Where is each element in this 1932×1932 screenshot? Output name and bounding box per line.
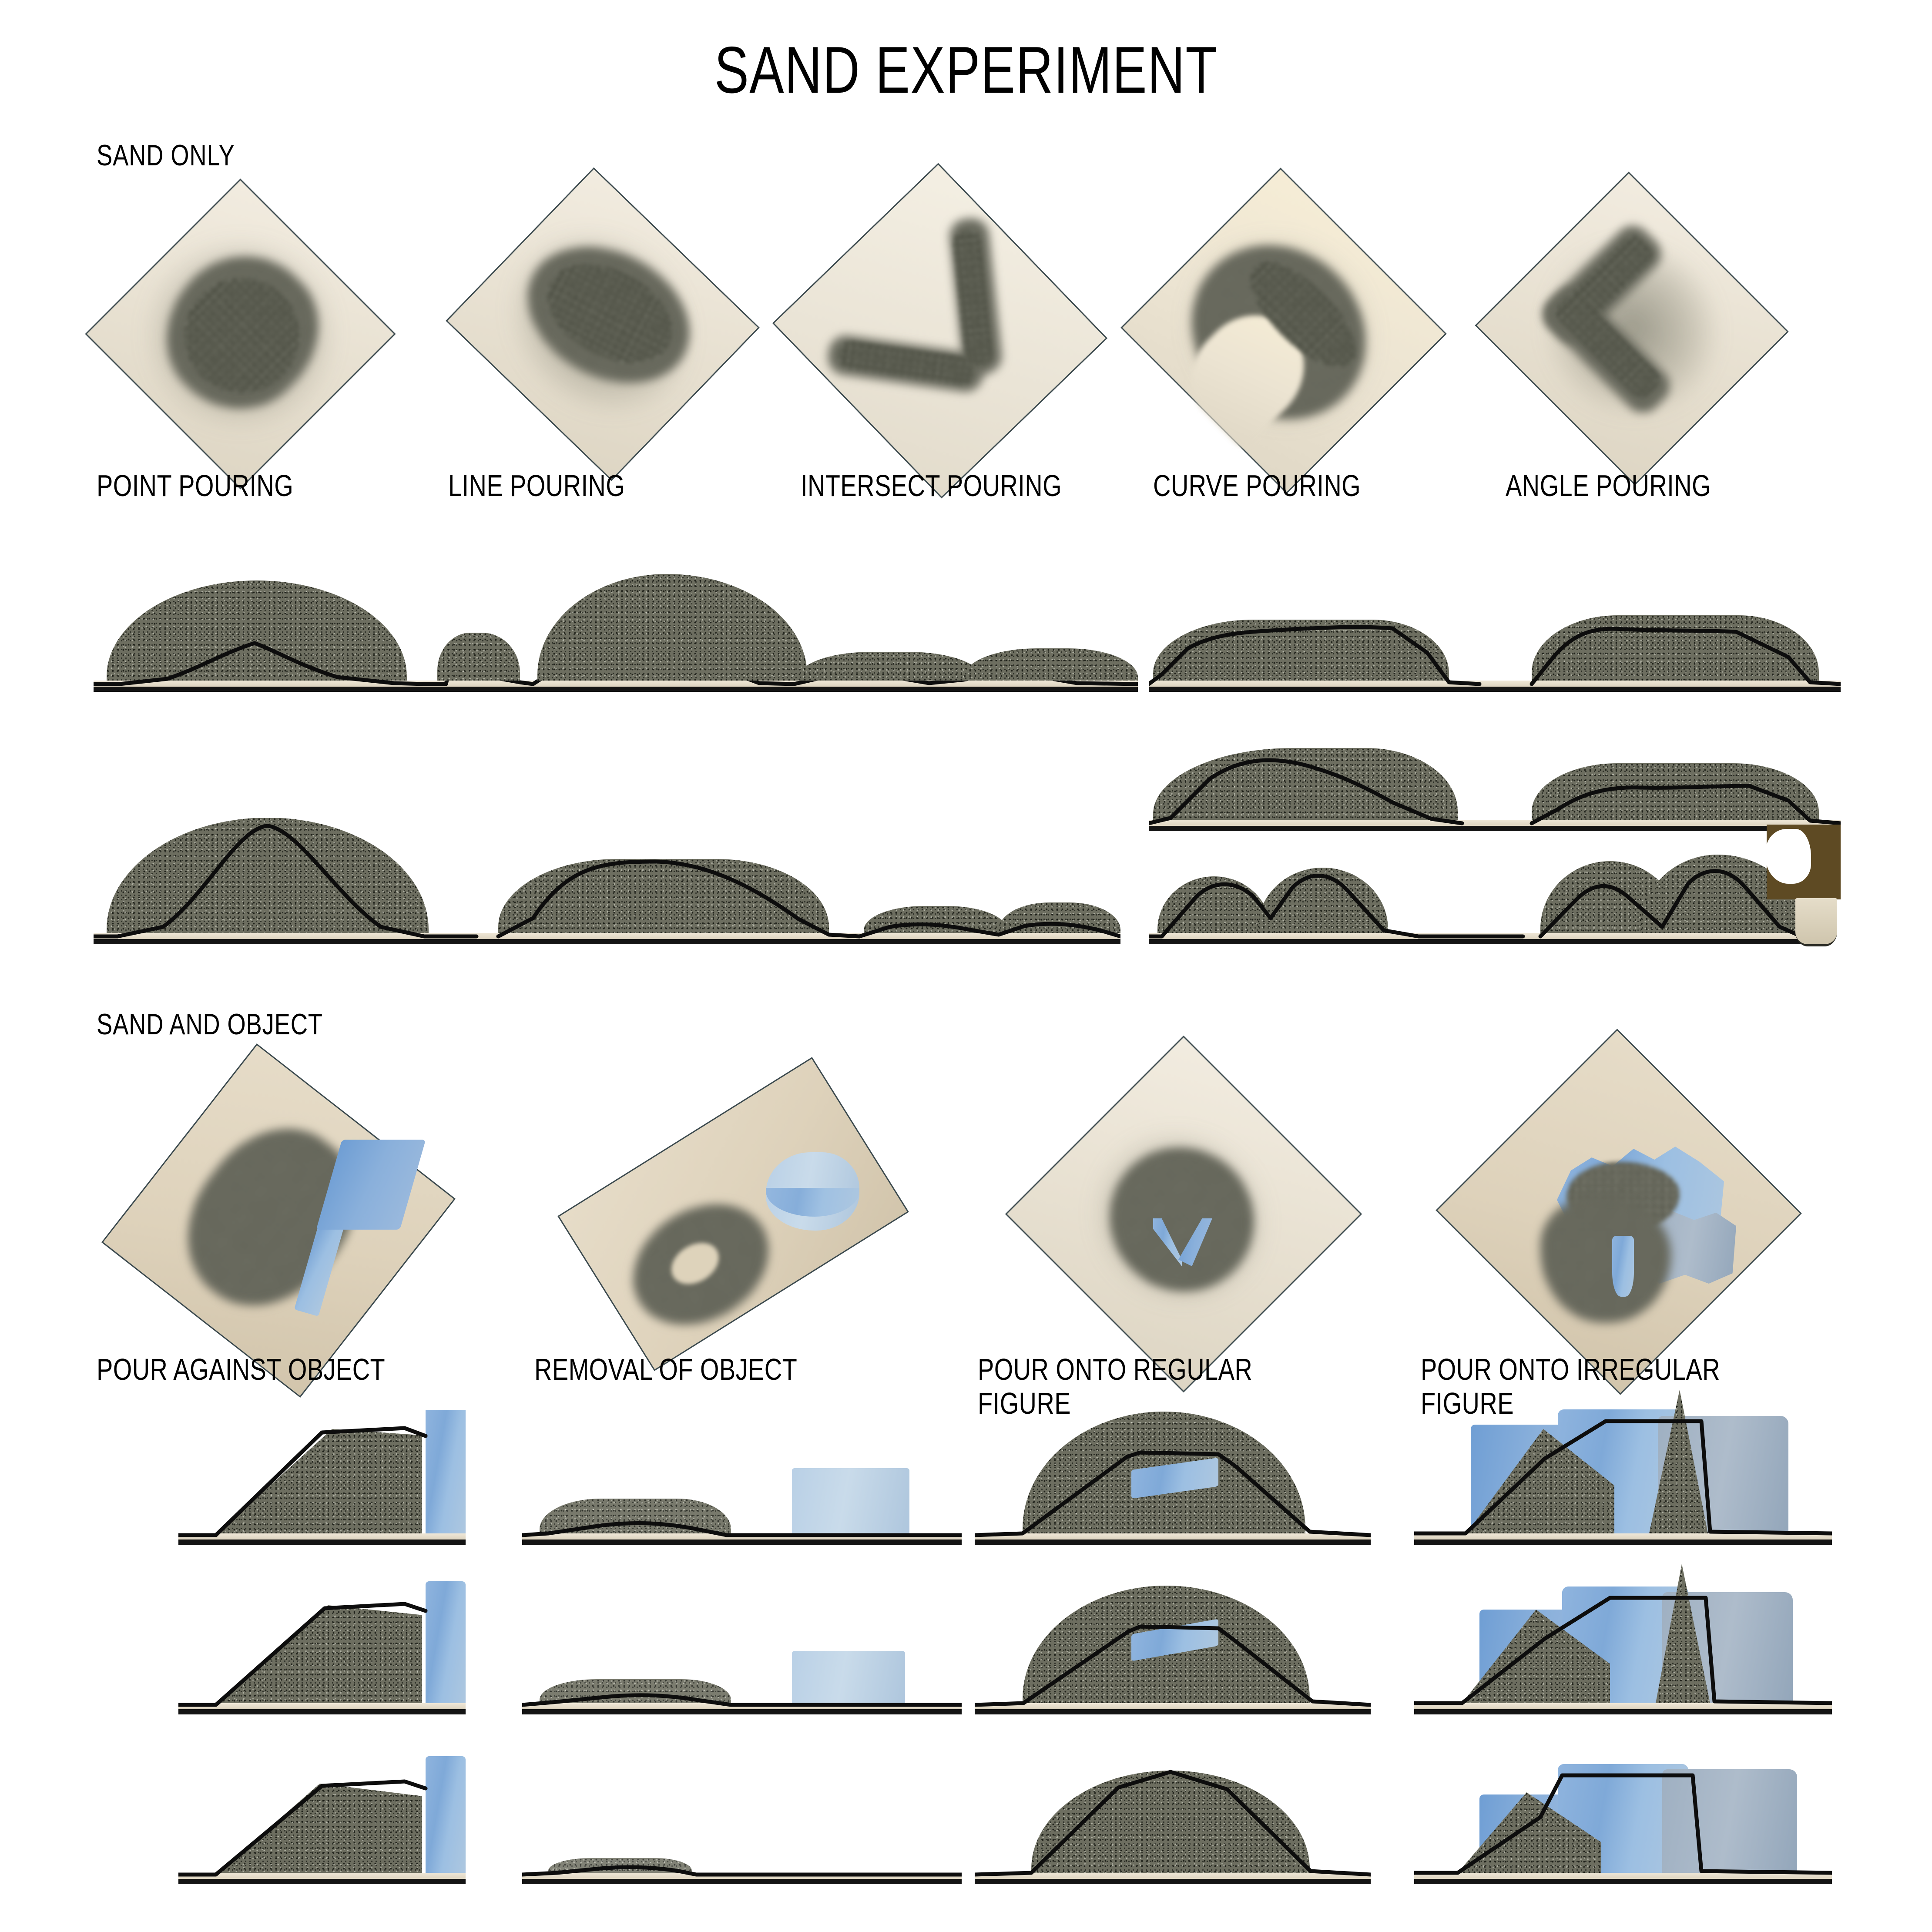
caption-pour-onto-regular: POUR ONTO REGULAR FIGURE <box>978 1352 1253 1421</box>
foam-wall <box>426 1581 466 1703</box>
trace-line-icon <box>178 1779 428 1877</box>
caption-pour-onto-irregular: POUR ONTO IRREGULAR FIGURE <box>1421 1352 1720 1421</box>
trace-line-icon <box>522 1521 962 1537</box>
topview-pour-against-object <box>101 1043 456 1398</box>
foam-wall <box>426 1756 466 1873</box>
topview-intersect-pouring <box>772 163 1108 499</box>
trace-line-icon <box>1149 625 1841 686</box>
foam-cylinder <box>792 1468 909 1533</box>
profile-removal-object-1 <box>522 1440 962 1545</box>
caption-pour-against-object: POUR AGAINST OBJECT <box>97 1352 386 1386</box>
trace-line-icon <box>178 1426 428 1537</box>
topview-curve-pouring <box>1120 168 1447 494</box>
foam-wall <box>426 1410 466 1533</box>
foam-cylinder <box>792 1651 905 1703</box>
trace-line-icon <box>1149 869 1801 939</box>
foam-v-figure <box>1153 1218 1212 1268</box>
foam-block-c <box>1662 1769 1797 1873</box>
profile-against-object-2 <box>178 1580 466 1714</box>
trace-line-icon <box>1414 1596 1832 1705</box>
profile-row-sand-only-2-left <box>94 818 1120 944</box>
profile-removal-object-2 <box>522 1610 962 1714</box>
sand-slope <box>1540 1197 1671 1323</box>
trace-line-icon <box>975 1450 1371 1537</box>
profile-regular-figure-3 <box>975 1741 1371 1884</box>
trace-line-icon <box>1149 758 1841 825</box>
caption-removal-of-object: REMOVAL OF OBJECT <box>534 1352 798 1386</box>
trace-line-icon <box>178 1602 428 1707</box>
profile-regular-figure-2 <box>975 1571 1371 1714</box>
topview-pour-onto-regular <box>1005 1035 1362 1393</box>
spill-artifact-cup <box>1795 898 1837 946</box>
caption-point-pouring: POINT POURING <box>97 469 294 503</box>
topview-line-pouring <box>446 167 760 481</box>
profile-irregular-figure-1 <box>1414 1384 1832 1545</box>
caption-angle-pouring: ANGLE POURING <box>1506 469 1711 503</box>
profile-row-sand-only-1-right <box>1149 570 1841 692</box>
spill-artifact-highlight <box>1766 829 1811 884</box>
profile-irregular-figure-2 <box>1414 1553 1832 1714</box>
profile-regular-figure-1 <box>975 1401 1371 1545</box>
trace-line-icon <box>94 824 1120 939</box>
section-label-sand-and-object: SAND AND OBJECT <box>97 1008 323 1041</box>
trace-line-icon <box>975 1624 1371 1707</box>
section-label-sand-only: SAND ONLY <box>97 139 235 172</box>
page-title: SAND EXPERIMENT <box>714 33 1218 107</box>
trace-line-icon <box>522 1693 962 1707</box>
foam-irregular-spur <box>1612 1236 1634 1297</box>
profile-row-sand-only-3-right <box>1149 818 1801 944</box>
topview-pour-onto-irregular <box>1436 1029 1806 1395</box>
caption-intersect-pouring: INTERSECT POURING <box>801 469 1062 503</box>
caption-line-pouring: LINE POURING <box>448 469 625 503</box>
profile-removal-object-3 <box>522 1780 962 1884</box>
topview-angle-pouring <box>1475 171 1789 486</box>
profile-row-sand-only-1-left <box>94 570 1138 692</box>
trace-line-icon <box>522 1865 962 1877</box>
caption-curve-pouring: CURVE POURING <box>1153 469 1361 503</box>
topview-removal-of-object <box>557 1057 914 1371</box>
topview-point-pouring <box>85 178 396 490</box>
trace-line-icon <box>1414 1773 1832 1875</box>
profile-row-sand-only-2-right <box>1149 709 1841 831</box>
trace-line-icon <box>975 1770 1371 1877</box>
trace-line-icon <box>1414 1419 1832 1536</box>
profile-against-object-3 <box>178 1749 466 1884</box>
profile-irregular-figure-3 <box>1414 1723 1832 1884</box>
profile-against-object-1 <box>178 1410 466 1545</box>
